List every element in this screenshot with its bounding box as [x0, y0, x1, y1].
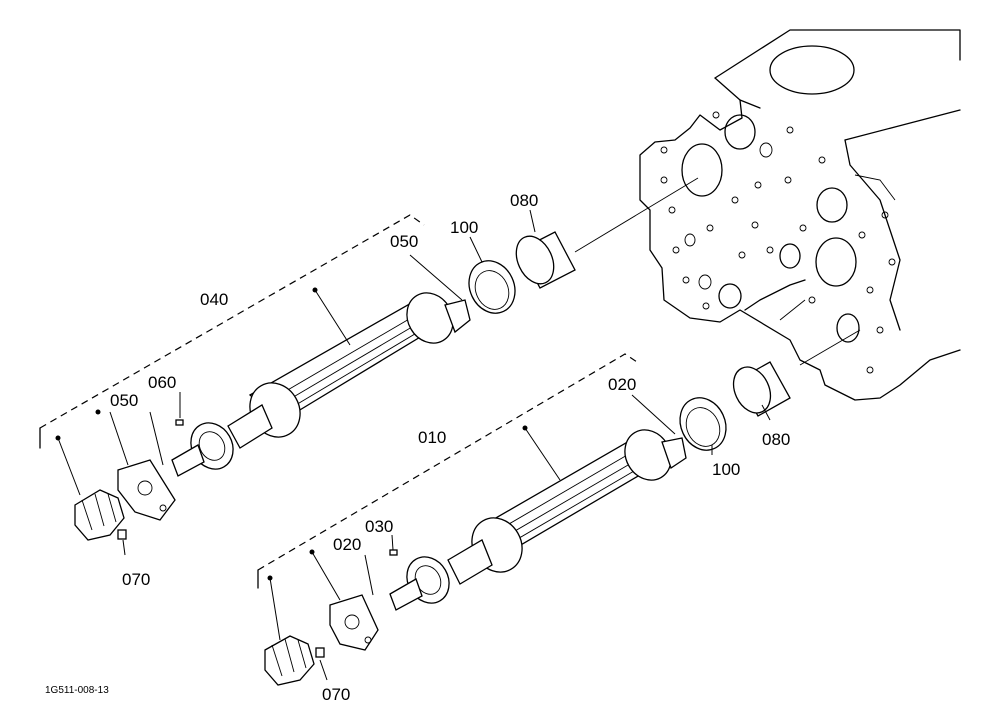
callout-050-lower: 050	[110, 391, 138, 410]
upper-bushing-080	[515, 231, 576, 289]
callout-010: 010	[418, 428, 446, 447]
lower-gear	[264, 635, 315, 686]
callout-040: 040	[200, 290, 228, 309]
crankcase-block	[639, 29, 961, 401]
upper-plate	[117, 459, 176, 521]
lower-bushing-100	[679, 397, 727, 451]
upper-gear	[74, 489, 125, 541]
key-030	[389, 549, 398, 556]
callout-labels: 040 050 100 080 050 060 070 010 020 100 …	[45, 191, 790, 704]
upper-bushing-100	[468, 260, 516, 314]
callout-100-lower: 100	[712, 460, 740, 479]
callout-070-lower: 070	[322, 685, 350, 704]
drawing-code: 1G511-008-13	[45, 685, 109, 696]
callout-100-upper: 100	[450, 218, 478, 237]
key-060	[175, 419, 184, 426]
leader-lines	[57, 209, 771, 681]
callout-070-upper: 070	[122, 570, 150, 589]
callout-030: 030	[365, 517, 393, 536]
callout-020-lower: 020	[333, 535, 361, 554]
lower-balancer-shaft	[389, 429, 687, 611]
group-bracket-040	[39, 214, 425, 429]
callout-060: 060	[148, 373, 176, 392]
reference-dots	[55, 287, 528, 581]
callout-050-upper: 050	[390, 232, 418, 251]
lower-plate	[329, 594, 379, 651]
upper-balancer-shaft	[171, 292, 471, 477]
callout-080-lower: 080	[762, 430, 790, 449]
lower-bolt-070	[315, 647, 325, 658]
upper-bolt-070	[117, 529, 127, 540]
group-bracket-010	[257, 353, 641, 571]
callout-080-upper: 080	[510, 191, 538, 210]
lower-bushing-080	[732, 361, 791, 417]
callout-020-upper: 020	[608, 375, 636, 394]
